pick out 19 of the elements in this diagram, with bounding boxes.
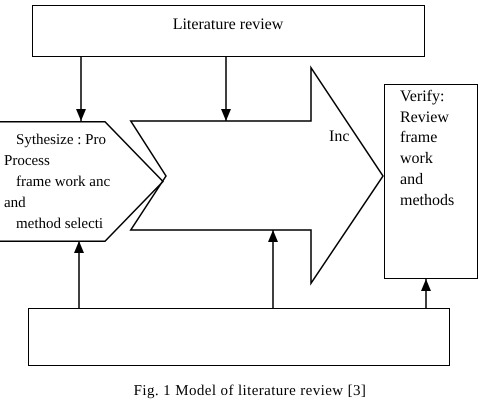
node-label: Inc [329,127,350,147]
block-arrow-shape [130,67,384,284]
node-label: method selecti [16,214,104,234]
node-label: Literature review [172,15,284,35]
node-label: frame work anc [16,172,110,192]
empty-box [28,308,450,366]
arrow [74,241,84,308]
process-box [384,84,478,279]
arrow [268,230,278,308]
chevron-shape [0,121,164,242]
node-label: and [4,194,26,213]
figure-caption: Fig. 1 Model of literature review [3] [132,383,368,400]
node-label: Verify: Review frame work and methods [400,87,456,211]
node-label: Sythesize : Pro [16,130,106,150]
process-box [32,5,425,57]
arrow [76,57,86,121]
arrow [221,57,231,121]
arrow [421,279,431,308]
node-label: Process [4,152,50,171]
